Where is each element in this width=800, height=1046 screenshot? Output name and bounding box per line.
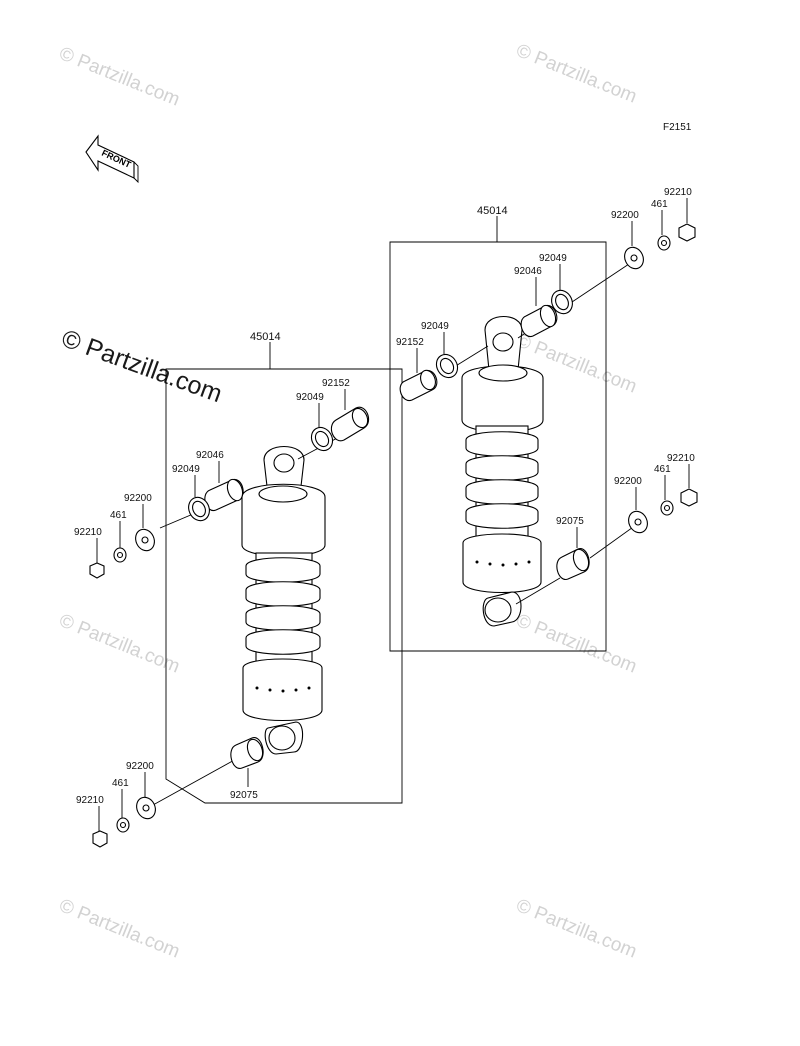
part-label-92210: 92210 — [664, 187, 692, 198]
nut-92210 — [678, 223, 696, 242]
nut-92210 — [92, 830, 108, 848]
watermark: © Partzilla.com — [513, 40, 640, 107]
watermark-large: © Partzilla.com — [58, 324, 226, 408]
bushing-92075 — [556, 548, 590, 580]
shock-absorber-right — [461, 316, 544, 627]
part-label-45014: 45014 — [250, 331, 281, 343]
part-label-92200: 92200 — [614, 476, 642, 487]
part-label-92075: 92075 — [230, 790, 258, 801]
part-label-461: 461 — [651, 199, 668, 210]
part-label-92152: 92152 — [322, 378, 350, 389]
part-label-92046: 92046 — [514, 266, 542, 277]
part-label-461: 461 — [654, 464, 671, 475]
part-label-92152: 92152 — [396, 337, 424, 348]
part-label-461: 461 — [112, 778, 129, 789]
left-assembly: 45014 — [74, 331, 403, 848]
part-label-92049: 92049 — [296, 392, 324, 403]
part-label-92210: 92210 — [76, 795, 104, 806]
watermark: © Partzilla.com — [56, 43, 183, 110]
part-label-92200: 92200 — [126, 761, 154, 772]
front-arrow-icon: FRONT — [85, 134, 139, 184]
right-assembly: 45014 — [389, 187, 698, 652]
bearing-92046 — [204, 478, 244, 511]
part-label-92210: 92210 — [667, 453, 695, 464]
watermark: © Partzilla.com — [56, 895, 183, 962]
part-label-92075: 92075 — [556, 516, 584, 527]
bushing-92152 — [330, 406, 370, 442]
part-label-92049: 92049 — [172, 464, 200, 475]
part-label-92049: 92049 — [539, 253, 567, 264]
watermark: © Partzilla.com — [513, 610, 640, 677]
bushing-92075 — [230, 737, 264, 769]
part-label-45014: 45014 — [477, 205, 508, 217]
figure-code: F2151 — [663, 122, 692, 133]
shock-absorber-left — [241, 446, 326, 755]
part-label-92200: 92200 — [124, 493, 152, 504]
watermark: © Partzilla.com — [56, 610, 183, 677]
part-label-92046: 92046 — [196, 450, 224, 461]
nut-92210 — [89, 562, 105, 579]
part-label-92210: 92210 — [74, 527, 102, 538]
nut-92210 — [680, 488, 698, 507]
part-label-92049: 92049 — [421, 321, 449, 332]
part-label-461: 461 — [110, 510, 127, 521]
bearing-92046 — [520, 304, 558, 337]
bushing-92152 — [399, 369, 438, 402]
watermark: © Partzilla.com — [513, 895, 640, 962]
part-label-92200: 92200 — [611, 210, 639, 221]
